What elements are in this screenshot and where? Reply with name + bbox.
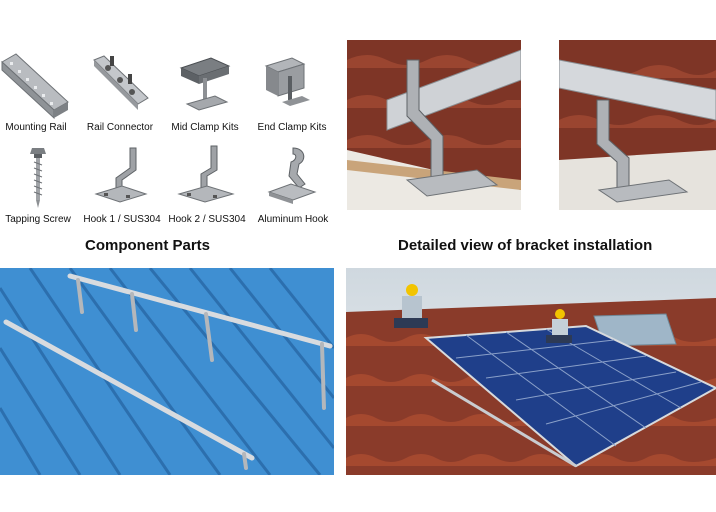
part-label: End Clamp Kits <box>257 122 327 133</box>
part-label: Aluminum Hook <box>257 214 329 225</box>
part-label: Mounting Rail <box>5 122 67 133</box>
part-hook-2: Hook 2 / SUS304 <box>163 140 251 225</box>
hook-2-icon <box>177 145 235 203</box>
bracket-installation-heading: Detailed view of bracket installation <box>398 237 653 254</box>
part-label: Hook 1 / SUS304 <box>83 214 161 225</box>
part-aluminum-hook: Aluminum Hook <box>249 140 337 225</box>
aluminum-hook-icon <box>267 147 317 204</box>
part-end-clamp: End Clamp Kits <box>248 48 336 133</box>
tapping-screw-icon <box>30 148 46 208</box>
part-mounting-rail: Mounting Rail <box>0 48 80 133</box>
part-tapping-screw: Tapping Screw <box>0 140 82 225</box>
part-label: Hook 2 / SUS304 <box>168 214 246 225</box>
part-mid-clamp: Mid Clamp Kits <box>161 48 249 133</box>
part-hook-1: Hook 1 / SUS304 <box>78 140 166 225</box>
mid-clamp-icon <box>179 57 231 111</box>
solar-installation-photo <box>346 268 716 475</box>
part-label: Tapping Screw <box>5 214 71 225</box>
part-label: Mid Clamp Kits <box>171 122 239 133</box>
metal-roof-rail-image <box>0 268 334 475</box>
rail-connector-icon <box>93 55 149 110</box>
component-parts-heading: Component Parts <box>85 237 211 254</box>
part-label: Rail Connector <box>86 122 154 133</box>
part-rail-connector: Rail Connector <box>76 48 164 133</box>
bracket-detail-image-left <box>347 40 521 210</box>
end-clamp-icon <box>264 57 310 106</box>
hook-1-icon <box>94 147 148 203</box>
mounting-rail-icon <box>1 53 69 120</box>
bracket-detail-image-right <box>559 40 716 210</box>
